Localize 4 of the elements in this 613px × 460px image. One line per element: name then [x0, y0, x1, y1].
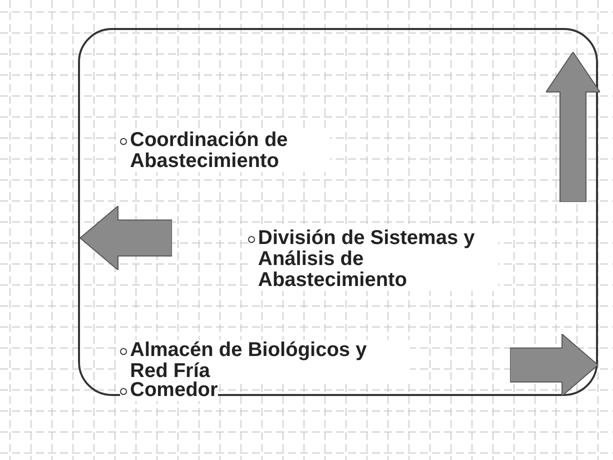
list-item: Almacén de Biológicos y Red Fría: [120, 340, 410, 382]
list-item: Coordinación de Abastecimiento: [120, 130, 330, 172]
list-item: División de Sistemas y Análisis de Abastecimiento: [248, 228, 498, 291]
list-item: Comedor: [120, 380, 218, 401]
